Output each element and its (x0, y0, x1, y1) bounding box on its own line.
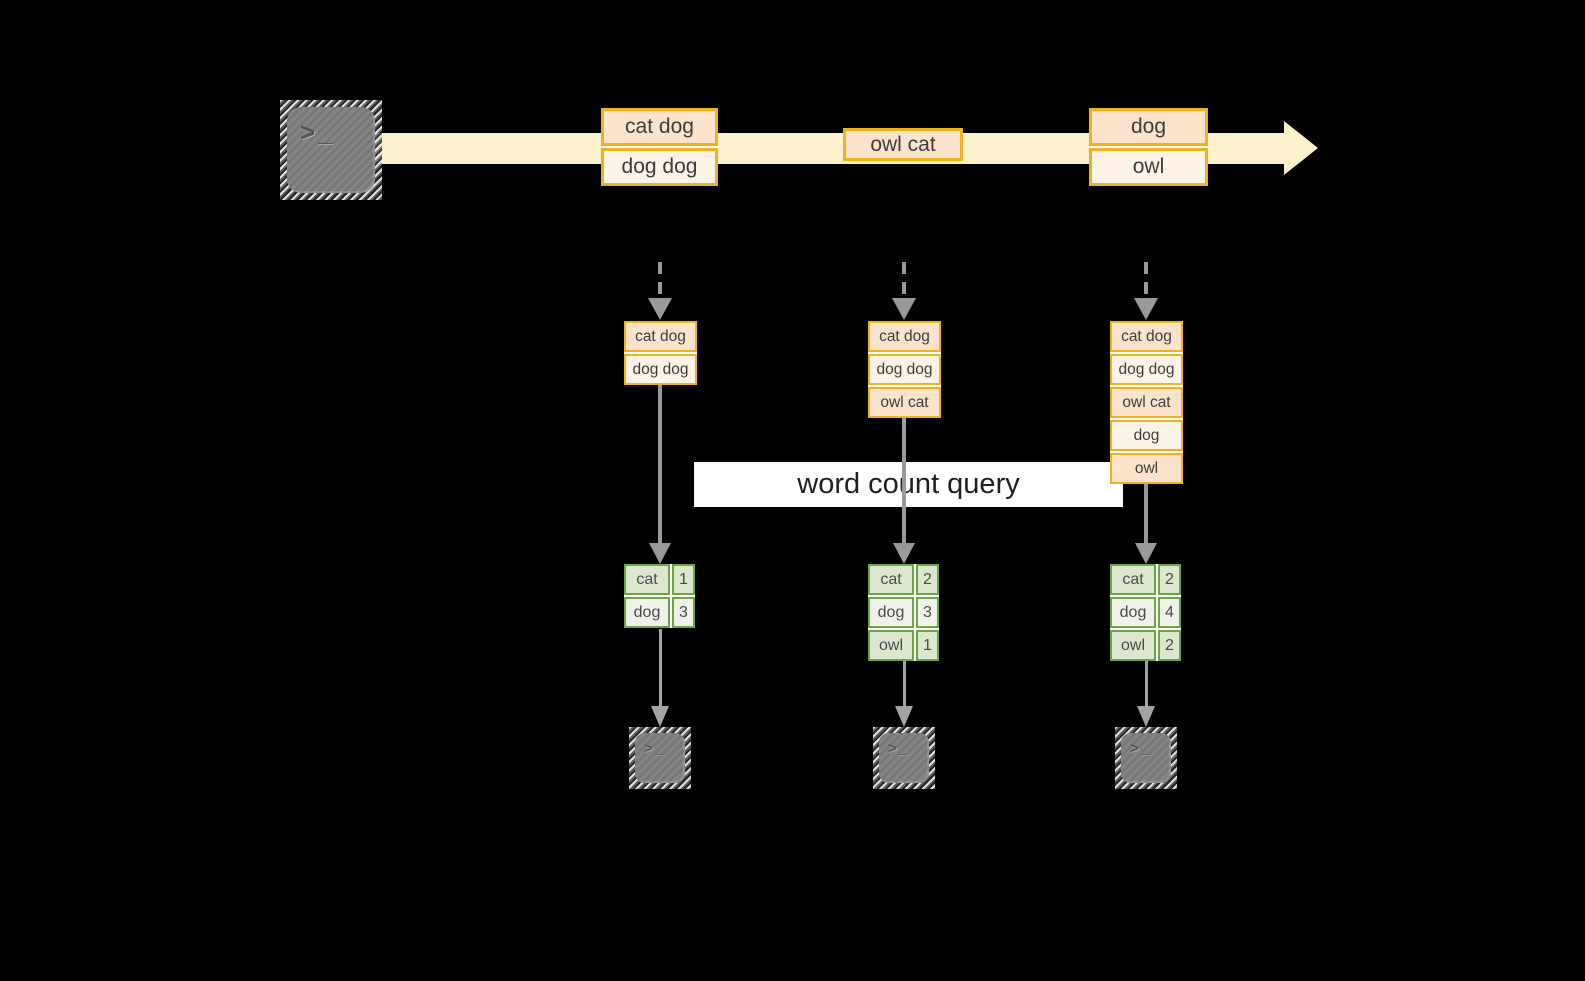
count-word-cell: cat (1110, 564, 1156, 595)
output-arrowhead-icon (1137, 706, 1155, 727)
query-arrowhead-icon (1135, 543, 1157, 564)
buffer-cell: cat dog (868, 321, 941, 352)
query-arrowhead-icon (649, 543, 671, 564)
terminal-body: >_ (1121, 733, 1171, 783)
query-label-band: word count query (694, 462, 1123, 507)
output-arrowhead-icon (651, 706, 669, 727)
terminal-body: >_ (287, 107, 375, 193)
ingest-arrowhead-icon (648, 298, 672, 320)
count-word-cell: cat (868, 564, 914, 595)
output-terminal-icon: >_ (873, 727, 935, 789)
buffer-cell: cat dog (1110, 321, 1183, 352)
count-word-cell: dog (1110, 597, 1156, 628)
count-word-cell: owl (868, 630, 914, 661)
terminal-prompt-icon: >_ (1130, 740, 1152, 757)
ingest-arrow-line (1144, 262, 1148, 298)
output-arrowhead-icon (895, 706, 913, 727)
stream-record-group: owl cat (843, 128, 963, 161)
source-terminal-icon: >_ (280, 100, 382, 200)
count-value-cell: 1 (916, 630, 939, 661)
terminal-body: >_ (879, 733, 929, 783)
count-value-cell: 2 (1158, 564, 1181, 595)
query-arrow-line (1144, 482, 1148, 543)
stream-record-cell: owl (1089, 148, 1208, 186)
count-word-cell: cat (624, 564, 670, 595)
count-value-cell: 2 (1158, 630, 1181, 661)
buffer-cell: owl cat (1110, 387, 1183, 418)
terminal-prompt-icon: >_ (888, 740, 910, 757)
query-label: word count query (797, 468, 1020, 500)
count-word-cell: dog (868, 597, 914, 628)
buffer-cell: cat dog (624, 321, 697, 352)
buffer-cell: owl (1110, 453, 1183, 484)
output-arrow-line (1145, 661, 1148, 706)
buffer-cell: dog dog (868, 354, 941, 385)
terminal-prompt-icon: >_ (644, 740, 666, 757)
stream-record-group: cat dog dog dog (601, 108, 718, 186)
ingest-arrowhead-icon (892, 298, 916, 320)
query-arrow-line (902, 418, 906, 543)
buffer-cell: dog (1110, 420, 1183, 451)
count-table: cat 1 dog 3 (624, 564, 695, 628)
count-word-cell: owl (1110, 630, 1156, 661)
count-value-cell: 4 (1158, 597, 1181, 628)
query-arrow-line (658, 385, 662, 543)
stream-record-cell: dog dog (601, 148, 718, 186)
count-word-cell: dog (624, 597, 670, 628)
terminal-prompt-icon: >_ (300, 117, 336, 147)
terminal-body: >_ (635, 733, 685, 783)
record-buffer: cat dog dog dog owl cat dog owl (1110, 321, 1183, 484)
query-arrowhead-icon (893, 543, 915, 564)
stream-record-cell: owl cat (843, 128, 963, 161)
stream-record-cell: dog (1089, 108, 1208, 146)
stream-arrowhead-icon (1284, 121, 1318, 175)
stream-record-cell: cat dog (601, 108, 718, 146)
ingest-arrowhead-icon (1134, 298, 1158, 320)
count-value-cell: 2 (916, 564, 939, 595)
buffer-cell: dog dog (624, 354, 697, 385)
output-arrow-line (659, 629, 662, 706)
output-terminal-icon: >_ (1115, 727, 1177, 789)
output-terminal-icon: >_ (629, 727, 691, 789)
stream-record-group: dog owl (1089, 108, 1208, 186)
ingest-arrow-line (658, 262, 662, 298)
count-table: cat 2 dog 4 owl 2 (1110, 564, 1181, 661)
count-value-cell: 1 (672, 564, 695, 595)
record-buffer: cat dog dog dog (624, 321, 697, 385)
output-arrow-line (903, 661, 906, 706)
count-value-cell: 3 (672, 597, 695, 628)
record-buffer: cat dog dog dog owl cat (868, 321, 941, 418)
buffer-cell: owl cat (868, 387, 941, 418)
count-value-cell: 3 (916, 597, 939, 628)
ingest-arrow-line (902, 262, 906, 298)
count-table: cat 2 dog 3 owl 1 (868, 564, 939, 661)
buffer-cell: dog dog (1110, 354, 1183, 385)
